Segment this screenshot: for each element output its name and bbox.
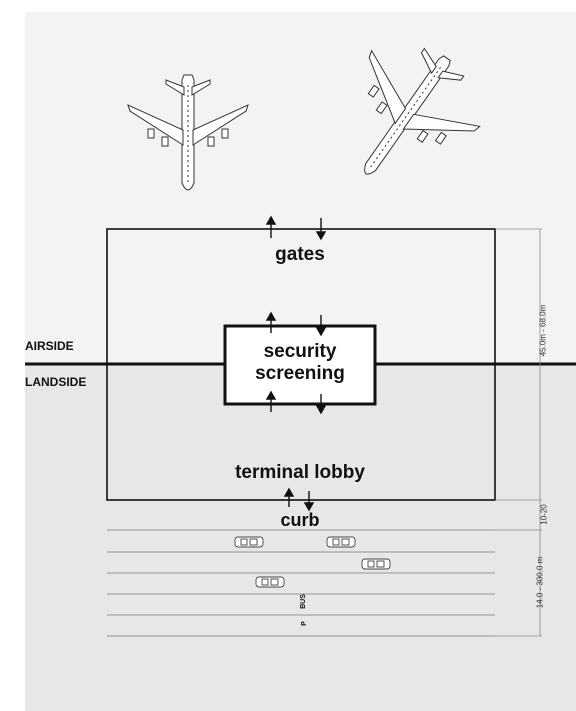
- arrow-down-icon: [315, 405, 327, 415]
- car-icon: [234, 536, 264, 548]
- security-label-line1: security: [263, 341, 337, 362]
- security-screening-box: [223, 324, 377, 406]
- gates-label: gates: [275, 244, 325, 265]
- terminal-depth-dimension: 45.0m - 68.0m: [538, 304, 548, 357]
- car-icon: [326, 536, 356, 548]
- aircraft-left-icon: [127, 74, 249, 191]
- dimension-lines: [495, 228, 542, 637]
- arrow-up-icon: [265, 215, 277, 225]
- arrow-up-icon: [265, 311, 277, 321]
- terminal-outline: [106, 228, 496, 501]
- airside-area: [25, 12, 576, 364]
- landside-area: [25, 364, 576, 711]
- aircraft-right-icon: [364, 47, 481, 175]
- bus-lane-marking: BUS: [299, 594, 307, 609]
- curb-label: curb: [280, 510, 320, 530]
- arrow-up-icon: [265, 390, 277, 400]
- security-label: security screening: [225, 341, 375, 385]
- car-icon: [361, 558, 391, 570]
- security-label-line2: screening: [255, 363, 345, 384]
- landside-label: LANDSIDE: [25, 375, 87, 389]
- airside-label: AIRSIDE: [25, 339, 74, 353]
- arrow-down-icon: [315, 231, 327, 241]
- car-icon: [255, 576, 285, 588]
- arrow-up-icon: [283, 487, 295, 497]
- arrow-down-icon: [303, 502, 315, 512]
- road-depth-dimension: 14.0 - 300.0 m: [535, 556, 545, 609]
- road-lanes: [107, 529, 495, 637]
- arrow-down-icon: [315, 327, 327, 337]
- terminal-lobby-label: terminal lobby: [235, 462, 365, 483]
- parking-marking: P: [300, 621, 308, 626]
- curb-depth-dimension: 10-20: [539, 504, 549, 525]
- flow-arrows: [265, 215, 327, 512]
